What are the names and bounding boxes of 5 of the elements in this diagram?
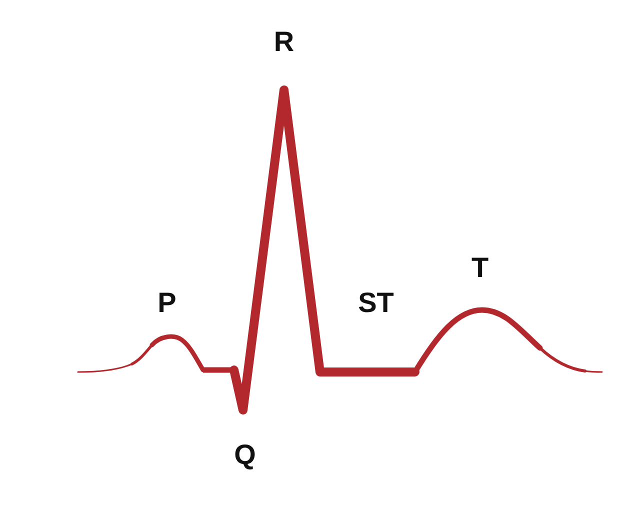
wave-label: Q [234,441,256,469]
wave-label: R [274,28,294,56]
wave-label: T [471,254,489,282]
wave-label: P [158,289,176,317]
wave-label: ST [358,289,394,317]
